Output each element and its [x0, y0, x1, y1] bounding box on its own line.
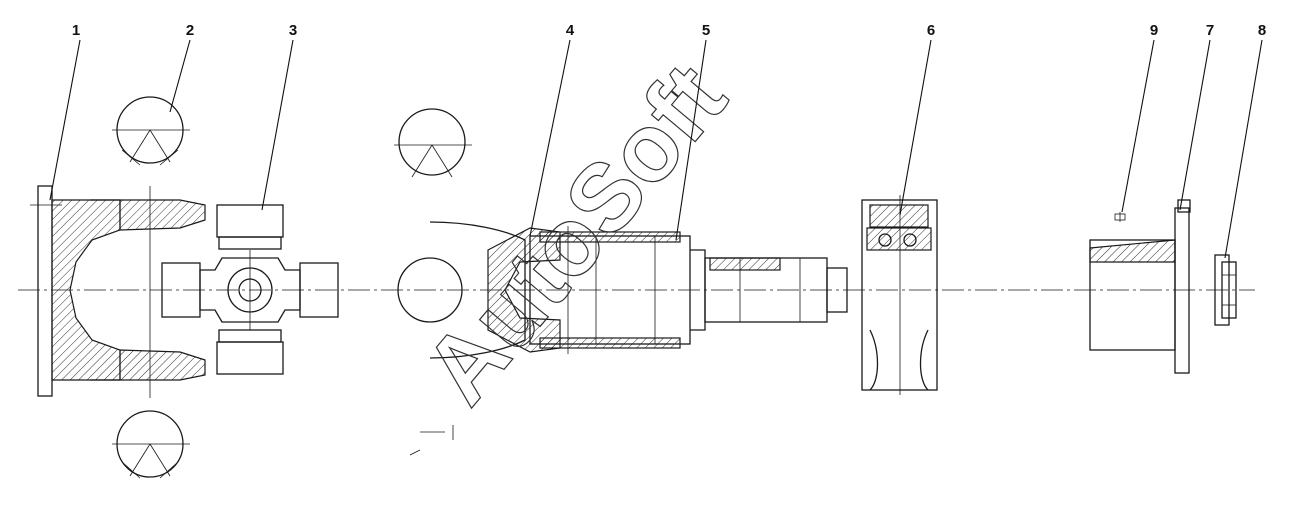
leader-4 [529, 39, 571, 237]
flange-nut-part [1214, 254, 1237, 326]
snap-ring-detail-top [112, 96, 190, 166]
leader-6 [899, 39, 932, 216]
callout-1: 1 [72, 22, 80, 39]
dimension-marks [409, 425, 454, 456]
flange-yoke-part [30, 185, 206, 398]
leader-8 [1224, 39, 1263, 259]
callout-8: 8 [1258, 22, 1266, 39]
snap-ring-detail-mid [394, 108, 472, 178]
callout-3: 3 [289, 22, 297, 39]
callout-9: 9 [1150, 22, 1158, 39]
universal-joint-cross-part [161, 204, 339, 375]
leader-1 [49, 39, 81, 201]
callout-4: 4 [566, 22, 575, 39]
companion-flange-part [1089, 199, 1191, 374]
snap-ring-detail-bottom [112, 410, 190, 479]
callout-5: 5 [702, 22, 710, 39]
callout-6: 6 [927, 22, 935, 39]
callout-7: 7 [1206, 22, 1214, 39]
leader-9 [1121, 39, 1155, 213]
watermark-text: AutoSoft [404, 44, 746, 423]
leader-3 [261, 39, 294, 211]
leader-7 [1179, 39, 1211, 211]
leader-2 [169, 39, 191, 113]
leader-5 [675, 39, 707, 241]
callout-2: 2 [186, 22, 194, 39]
center-bearing-support-part [861, 195, 938, 395]
slip-yoke-part [397, 221, 848, 359]
